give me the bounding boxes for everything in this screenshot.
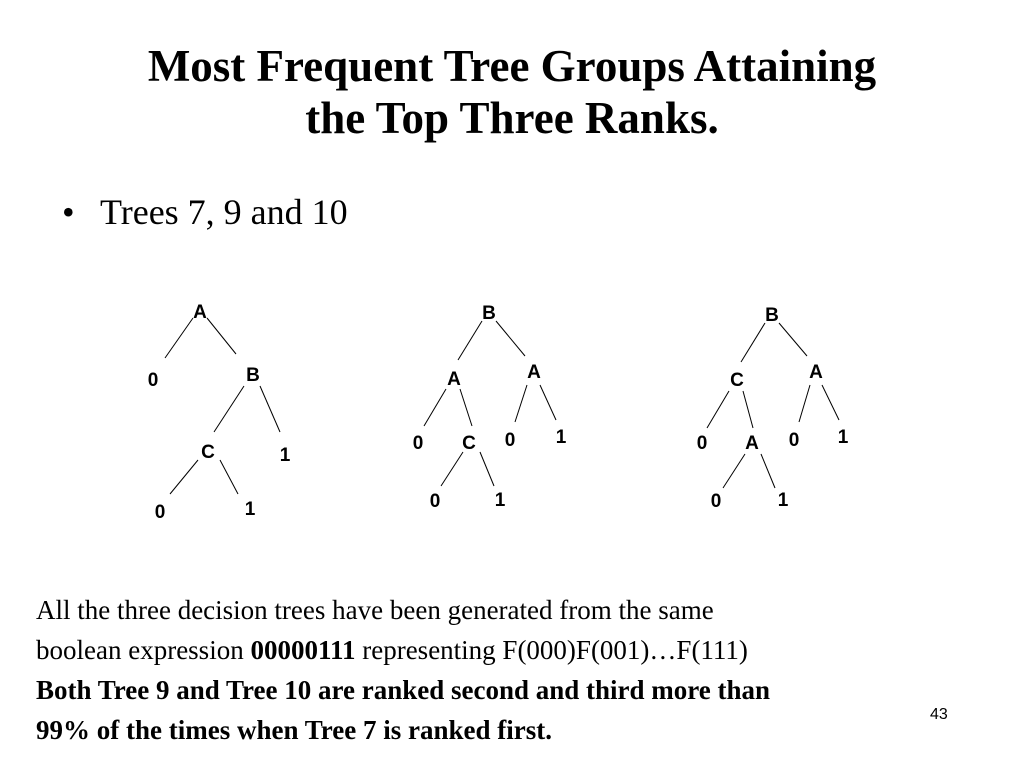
tree10-a-node: A <box>745 433 759 454</box>
tree-edge <box>740 322 766 363</box>
tree-edge <box>440 451 464 487</box>
tree-edge <box>495 320 526 357</box>
tree-edge <box>760 453 776 489</box>
tree-9: B A A 0 C 0 1 0 1 <box>413 303 567 512</box>
tree10-leaf-node: 1 <box>838 427 849 448</box>
tree-edge <box>259 385 281 433</box>
tree-edge <box>798 384 811 423</box>
tree-edge <box>206 317 237 355</box>
tree9-a-node: A <box>527 362 541 383</box>
boolean-expression: 00000111 <box>250 635 356 665</box>
caption-block: All the three decision trees have been g… <box>36 590 996 750</box>
bullet-mark: • <box>62 192 75 232</box>
title-line-1: Most Frequent Tree Groups Attaining <box>147 41 877 91</box>
caption-line-4: 99% of the times when Tree 7 is ranked f… <box>36 715 552 745</box>
tree-edge <box>479 451 495 487</box>
tree-edge <box>539 384 557 421</box>
tree7-leaf-node: 1 <box>280 445 291 466</box>
tree9-root-node: B <box>482 303 496 324</box>
bullet-item: • Trees 7, 9 and 10 <box>62 190 348 234</box>
tree-edge <box>164 317 194 359</box>
caption-line-2-suffix: representing F(000)F(001)…F(111) <box>355 635 748 665</box>
tree7-leaf-node: 0 <box>148 370 159 391</box>
tree7-leaf-node: 1 <box>245 499 256 520</box>
caption-line-2-prefix: boolean expression <box>36 635 251 665</box>
tree10-a-node: A <box>809 362 823 383</box>
tree9-a-node: A <box>447 369 461 390</box>
caption-line-3: Both Tree 9 and Tree 10 are ranked secon… <box>36 675 771 705</box>
tree10-leaf-node: 1 <box>778 490 789 511</box>
tree-edge <box>706 390 730 429</box>
tree7-b-node: B <box>246 365 260 386</box>
bullet-text: Trees 7, 9 and 10 <box>100 192 348 232</box>
caption-line-1: All the three decision trees have been g… <box>36 595 714 625</box>
tree-edge <box>457 320 483 361</box>
tree9-c-node: C <box>462 433 476 454</box>
tree9-leaf-node: 0 <box>413 433 424 454</box>
tree10-c-node: C <box>730 370 744 391</box>
tree9-leaf-node: 0 <box>430 491 441 512</box>
tree-edge <box>514 384 528 423</box>
tree-edge <box>169 459 199 495</box>
tree-10: B C A 0 A 0 1 0 1 <box>697 305 849 512</box>
tree-edge <box>213 385 245 433</box>
tree7-leaf-node: 0 <box>155 502 166 523</box>
tree-edge <box>219 459 239 495</box>
tree7-root-node: A <box>193 302 207 323</box>
page-number: 43 <box>930 706 948 723</box>
tree10-leaf-node: 0 <box>711 491 722 512</box>
tree7-c-node: C <box>201 442 215 463</box>
tree9-leaf-node: 1 <box>495 490 506 511</box>
tree9-leaf-node: 1 <box>556 427 567 448</box>
tree-edge <box>821 384 840 421</box>
slide-title: Most Frequent Tree Groups Attaining the … <box>0 40 1024 144</box>
title-line-2: the Top Three Ranks. <box>305 93 719 143</box>
tree-edge <box>778 322 808 357</box>
tree-edge <box>459 388 473 427</box>
tree10-leaf-node: 0 <box>789 430 800 451</box>
tree-7: A 0 B C 1 0 1 <box>148 302 291 523</box>
tree-edge <box>722 453 746 489</box>
tree-edge <box>423 388 447 427</box>
tree10-leaf-node: 0 <box>697 433 708 454</box>
tree10-root-node: B <box>765 305 779 326</box>
tree9-leaf-node: 0 <box>505 430 516 451</box>
tree-edge <box>742 390 754 429</box>
caption-line-2: boolean expression 00000111 representing… <box>36 630 996 670</box>
